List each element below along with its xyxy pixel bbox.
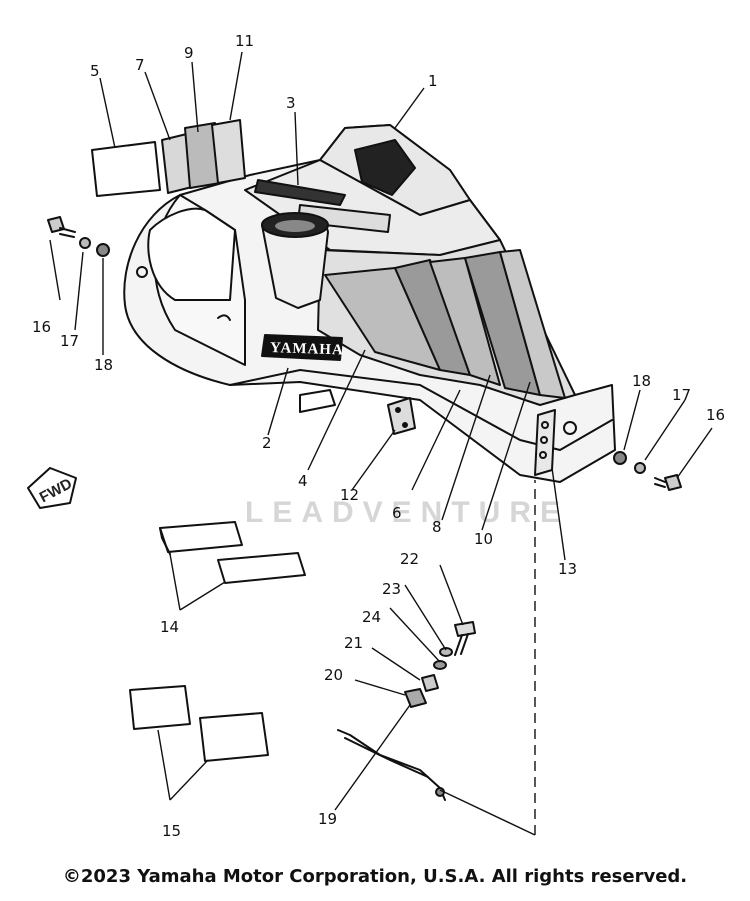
callout-14: 14 (160, 618, 179, 636)
callout-16-right: 16 (706, 406, 725, 424)
callout-4: 4 (298, 472, 308, 490)
callout-6: 6 (392, 504, 402, 522)
callout-10: 10 (474, 530, 493, 548)
callout-13: 13 (558, 560, 577, 578)
callout-7: 7 (135, 56, 145, 74)
engine-cowling (123, 124, 616, 483)
callout-2: 2 (262, 434, 272, 452)
rear-vents (91, 119, 246, 197)
yamaha-plate-text: YAMAHA (270, 340, 344, 359)
callout-18-left: 18 (94, 356, 113, 374)
callout-12: 12 (340, 486, 359, 504)
callout-16-left: 16 (32, 318, 51, 336)
callout-8: 8 (432, 518, 442, 536)
callout-5: 5 (90, 62, 100, 80)
watermark: LEADVENTURE (245, 496, 569, 529)
left-fasteners (47, 216, 110, 257)
callouts: 1 2 3 4 5 6 7 8 9 10 11 12 13 14 15 16 1… (32, 32, 725, 840)
callout-18-right: 18 (632, 372, 651, 390)
leader-lines (49, 51, 713, 836)
copyright-notice: ©2023 Yamaha Motor Corporation, U.S.A. A… (62, 866, 688, 887)
callout-24: 24 (362, 608, 381, 626)
callout-19: 19 (318, 810, 337, 828)
callout-21: 21 (344, 634, 363, 652)
callout-17-right: 17 (672, 386, 691, 404)
callout-1: 1 (428, 72, 438, 90)
callout-11: 11 (235, 32, 254, 50)
callout-17-left: 17 (60, 332, 79, 350)
callout-3: 3 (286, 94, 296, 112)
callout-23: 23 (382, 580, 401, 598)
right-fasteners (613, 451, 682, 491)
foam-pads (129, 521, 306, 762)
callout-20: 20 (324, 666, 343, 684)
callout-15: 15 (162, 822, 181, 840)
callout-9: 9 (184, 44, 194, 62)
callout-22: 22 (400, 550, 419, 568)
fwd-decal (27, 467, 77, 509)
